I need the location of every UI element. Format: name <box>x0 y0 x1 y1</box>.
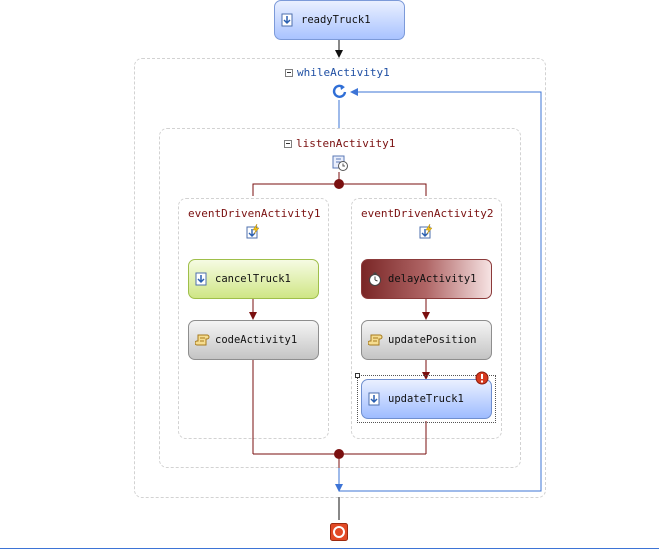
event-driven-icon <box>245 223 261 244</box>
collapse-icon[interactable] <box>285 68 293 77</box>
event-driven-title-right: eventDrivenActivity2 <box>361 207 493 220</box>
container-label: whileActivity1 <box>297 66 390 79</box>
terminate-icon[interactable] <box>330 523 348 545</box>
selection-handle[interactable] <box>355 373 360 378</box>
container-label: listenActivity1 <box>296 137 396 150</box>
event-driven-title-left: eventDrivenActivity1 <box>188 207 320 220</box>
container-label: eventDrivenActivity2 <box>361 207 494 220</box>
activity-ready-truck[interactable]: readyTruck1 <box>274 0 405 40</box>
while-activity-title: whileActivity1 <box>285 66 390 79</box>
activity-label: updateTruck1 <box>388 393 464 405</box>
call-method-icon <box>281 13 295 27</box>
listen-icon <box>332 155 348 175</box>
while-activity-container[interactable] <box>134 58 546 498</box>
event-driven-icon <box>418 223 434 244</box>
activity-label: cancelTruck1 <box>215 273 291 285</box>
loop-arrow-icon <box>332 84 347 103</box>
call-method-icon <box>195 272 209 286</box>
activity-label: delayActivity1 <box>388 273 477 285</box>
activity-label: updatePosition <box>388 334 477 346</box>
listen-activity-title: listenActivity1 <box>284 137 395 150</box>
collapse-icon[interactable] <box>284 139 292 148</box>
event-driven-container-right[interactable] <box>351 198 502 439</box>
activity-label: codeActivity1 <box>215 334 298 346</box>
selection-outline <box>357 375 496 423</box>
code-scroll-icon <box>194 333 210 347</box>
activity-update-truck[interactable]: updateTruck1 <box>361 379 492 419</box>
code-scroll-icon <box>367 333 383 347</box>
container-label: eventDrivenActivity1 <box>188 207 321 220</box>
activity-update-position[interactable]: updatePosition <box>361 320 492 360</box>
call-method-icon <box>368 392 382 406</box>
event-driven-container-left[interactable] <box>178 198 329 439</box>
listen-activity-container[interactable] <box>159 128 521 468</box>
activity-cancel-truck[interactable]: cancelTruck1 <box>188 259 319 299</box>
activity-label: readyTruck1 <box>301 14 371 26</box>
activity-delay[interactable]: delayActivity1 <box>361 259 492 299</box>
error-badge-icon[interactable] <box>475 370 489 389</box>
stopwatch-icon <box>368 272 382 286</box>
activity-code[interactable]: codeActivity1 <box>188 320 319 360</box>
